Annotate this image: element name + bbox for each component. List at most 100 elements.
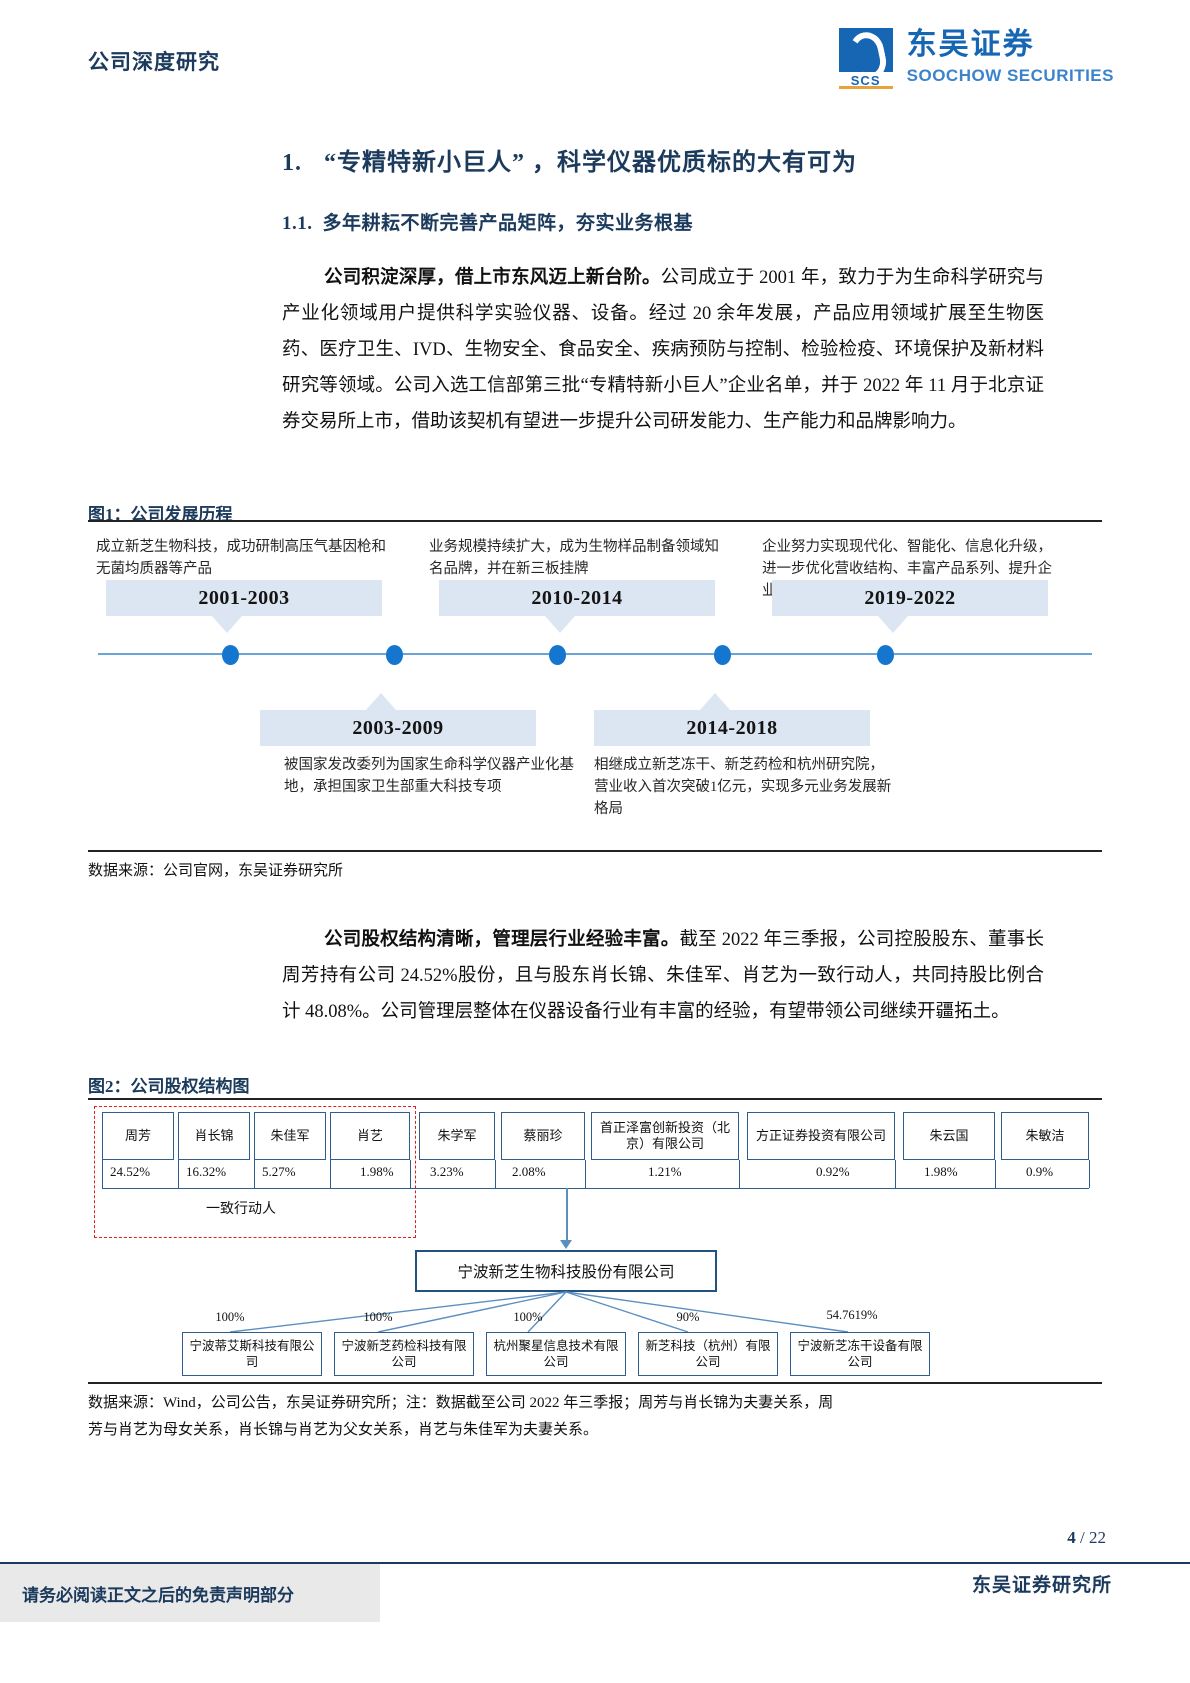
subsection-number: 1.1. — [282, 213, 313, 234]
subsidiary-box-4: 宁波新芝冻干设备有限公司 — [790, 1332, 930, 1376]
shareholder-name: 朱敏洁 — [1025, 1128, 1065, 1143]
page-number: 4 / 22 — [1067, 1528, 1106, 1548]
shareholder-pct-3: 1.98% — [360, 1164, 394, 1179]
logo-abbr-label: SCS — [850, 73, 881, 88]
shareholder-name: 周芳 — [124, 1128, 151, 1143]
subsidiary-box-0: 宁波蒂艾斯科技有限公司 — [182, 1332, 322, 1376]
section-heading-1-1: 1.1. 多年耕耘不断完善产品矩阵，夯实业务根基 — [282, 208, 693, 235]
shareholder-name: 朱云国 — [929, 1128, 969, 1143]
timeline-year-2014-2018: 2014-2018 — [594, 693, 870, 746]
footer-disclaimer: 请务必阅读正文之后的免责声明部分 — [0, 1564, 380, 1622]
shareholder-box-6: 首正泽富创新投资（北京）有限公司 — [591, 1112, 739, 1160]
paragraph-company-background: 公司积淀深厚，借上市东风迈上新台阶。公司成立于 2001 年，致力于为生命科学研… — [282, 260, 1044, 440]
figure2-source-line1: 数据来源：Wind，公司公告，东吴证券研究所；注：数据截至公司 2022 年三季… — [88, 1395, 834, 1411]
page-number-separator: / — [1075, 1528, 1089, 1547]
section-title: “专精特新小巨人” ，科学仪器优质标的大有可为 — [324, 150, 857, 176]
subsidiary-name: 宁波新芝药检科技有限公司 — [341, 1339, 467, 1369]
page-number-total: 22 — [1089, 1528, 1106, 1547]
shareholder-box-5: 蔡丽珍 — [501, 1112, 585, 1160]
page-header: 公司深度研究 SCS 东吴证券 SOOCHOW SECURITIES — [0, 0, 1190, 105]
figure1-top-rule — [88, 520, 1102, 522]
shareholder-name: 朱学军 — [437, 1128, 477, 1143]
footer-firm-name: 东吴证券研究所 — [971, 1575, 1112, 1596]
section-heading-1: 1.“专精特新小巨人” ，科学仪器优质标的大有可为 — [282, 142, 857, 177]
shareholder-pct-2: 5.27% — [262, 1164, 296, 1179]
timeline-desc-2001-2003: 成立新芝生物科技，成功研制高压气基因枪和无菌均质器等产品 — [96, 539, 386, 577]
shareholder-pct-8: 1.98% — [924, 1164, 958, 1179]
page-number-current: 4 — [1067, 1528, 1076, 1547]
subsidiary-pct-1: 100% — [363, 1310, 393, 1324]
shareholder-name: 首正泽富创新投资（北京）有限公司 — [599, 1120, 730, 1151]
concert-party-label: 一致行动人 — [206, 1202, 276, 1217]
shareholder-pct-7: 0.92% — [816, 1164, 850, 1179]
subsidiary-box-1: 宁波新芝药检科技有限公司 — [334, 1332, 474, 1376]
subsidiary-pct-4: 54.7619% — [826, 1308, 878, 1322]
timeline-dot-2 — [386, 645, 403, 665]
shareholder-name: 肖长锦 — [194, 1128, 234, 1143]
figure2-ownership-chart: 一致行动人 周芳 肖长锦 朱佳军 肖艺 朱学军 蔡丽珍 首正泽富创新投资（北京）… — [88, 1070, 1102, 1400]
paragraph-ownership-structure: 公司股权结构清晰，管理层行业经验丰富。截至 2022 年三季报，公司控股股东、董… — [282, 922, 1044, 1030]
logo-chinese-name: 东吴证券 — [906, 28, 1035, 61]
subsidiary-name: 新芝科技（杭州）有限公司 — [645, 1339, 771, 1369]
soochow-logo-icon: SCS — [835, 28, 897, 89]
figure2-bottom-rule — [88, 1382, 1102, 1384]
timeline-dot-3 — [549, 645, 566, 665]
figure2-source-line2: 芳与肖艺为母女关系，肖长锦与肖艺为父女关系，肖艺与朱佳军为夫妻关系。 — [88, 1422, 599, 1438]
subsection-title: 多年耕耘不断完善产品矩阵，夯实业务根基 — [322, 213, 694, 234]
paragraph-lead-bold: 公司股权结构清晰，管理层行业经验丰富。 — [324, 930, 680, 950]
paragraph-body: 截至 2022 年三季报，公司控股股东、董事长周芳持有公司 24.52%股份，且… — [282, 930, 1044, 1022]
shareholder-name: 肖艺 — [356, 1128, 383, 1143]
shareholder-pct-0: 24.52% — [110, 1164, 151, 1179]
figure2-title: 图2：公司股权结构图 — [88, 1077, 250, 1096]
subsidiary-name: 杭州聚星信息技术有限公司 — [493, 1339, 619, 1369]
shareholder-pct-5: 2.08% — [512, 1164, 546, 1179]
timeline-year-label: 2003-2009 — [352, 716, 444, 739]
paragraph-body: 公司成立于 2001 年，致力于为生命科学研究与产业化领域用户提供科学实验仪器、… — [282, 268, 1044, 432]
figure2-top-rule — [88, 1098, 1102, 1100]
timeline-desc-2014-2018: 相继成立新芝冻干、新芝药检和杭州研究院，营业收入首次突破1亿元，实现多元业务发展… — [594, 757, 892, 817]
subsidiary-name: 宁波新芝冻干设备有限公司 — [797, 1339, 923, 1369]
shareholder-box-2: 朱佳军 — [254, 1112, 326, 1160]
figure1-source: 数据来源：公司官网，东吴证券研究所 — [88, 863, 344, 879]
document-kind-label: 公司深度研究 — [88, 50, 220, 74]
figure1-bottom-rule — [88, 850, 1102, 852]
timeline-year-2019-2022: 2019-2022 — [772, 580, 1048, 633]
timeline-desc-2019-2022: 企业努力实现现代化、智能化、信息化升级，进一步优化营收结构、丰富产品系列、提升企… — [762, 539, 1052, 599]
subsidiary-name: 宁波蒂艾斯科技有限公司 — [189, 1339, 315, 1369]
subsidiary-pct-2: 100% — [513, 1310, 543, 1324]
timeline-year-label: 2019-2022 — [864, 586, 956, 609]
subsidiary-pct-3: 90% — [676, 1310, 700, 1324]
timeline-year-2001-2003: 2001-2003 — [106, 580, 382, 633]
timeline-desc-2003-2009: 被国家发改委列为国家生命科学仪器产业化基地，承担国家卫生部重大科技专项 — [284, 757, 574, 795]
subsidiary-pct-0: 100% — [215, 1310, 245, 1324]
shareholder-name: 朱佳军 — [270, 1128, 310, 1143]
shareholder-pct-4: 3.23% — [430, 1164, 464, 1179]
subsidiary-box-2: 杭州聚星信息技术有限公司 — [486, 1332, 626, 1376]
logo-english-name: SOOCHOW SECURITIES — [906, 66, 1114, 85]
timeline-dot-1 — [222, 645, 239, 665]
concert-party-group — [94, 1106, 416, 1238]
shareholder-box-8: 朱云国 — [903, 1112, 995, 1160]
figure1-development-timeline: 成立新芝生物科技，成功研制高压气基因枪和无菌均质器等产品 业务规模持续扩大，成为… — [88, 498, 1102, 868]
timeline-year-label: 2001-2003 — [198, 586, 290, 609]
shareholder-box-0: 周芳 — [102, 1112, 174, 1160]
subsidiary-box-3: 新芝科技（杭州）有限公司 — [638, 1332, 778, 1376]
shareholder-collector-line — [102, 1188, 1089, 1189]
brand-logo: SCS 东吴证券 SOOCHOW SECURITIES — [835, 28, 1114, 89]
paragraph-lead-bold: 公司积淀深厚，借上市东风迈上新台阶。 — [324, 268, 661, 288]
timeline-dot-4 — [714, 645, 731, 665]
timeline-year-label: 2014-2018 — [686, 716, 778, 739]
timeline-year-label: 2010-2014 — [531, 586, 623, 609]
company-box: 宁波新芝生物科技股份有限公司 — [415, 1250, 717, 1292]
footer-rule — [0, 1562, 1190, 1564]
shareholder-pct-9: 0.9% — [1026, 1164, 1054, 1179]
figure1-title: 图1：公司发展历程 — [88, 505, 233, 524]
timeline-year-2010-2014: 2010-2014 — [439, 580, 715, 633]
shareholder-box-4: 朱学军 — [419, 1112, 495, 1160]
timeline-dot-5 — [877, 645, 894, 665]
shareholder-box-1: 肖长锦 — [178, 1112, 250, 1160]
company-feed-line — [566, 1188, 568, 1242]
figure2-source: 数据来源：Wind，公司公告，东吴证券研究所；注：数据截至公司 2022 年三季… — [88, 1390, 1068, 1444]
shareholder-pct-1: 16.32% — [186, 1164, 227, 1179]
company-feed-arrow-icon — [560, 1240, 572, 1249]
